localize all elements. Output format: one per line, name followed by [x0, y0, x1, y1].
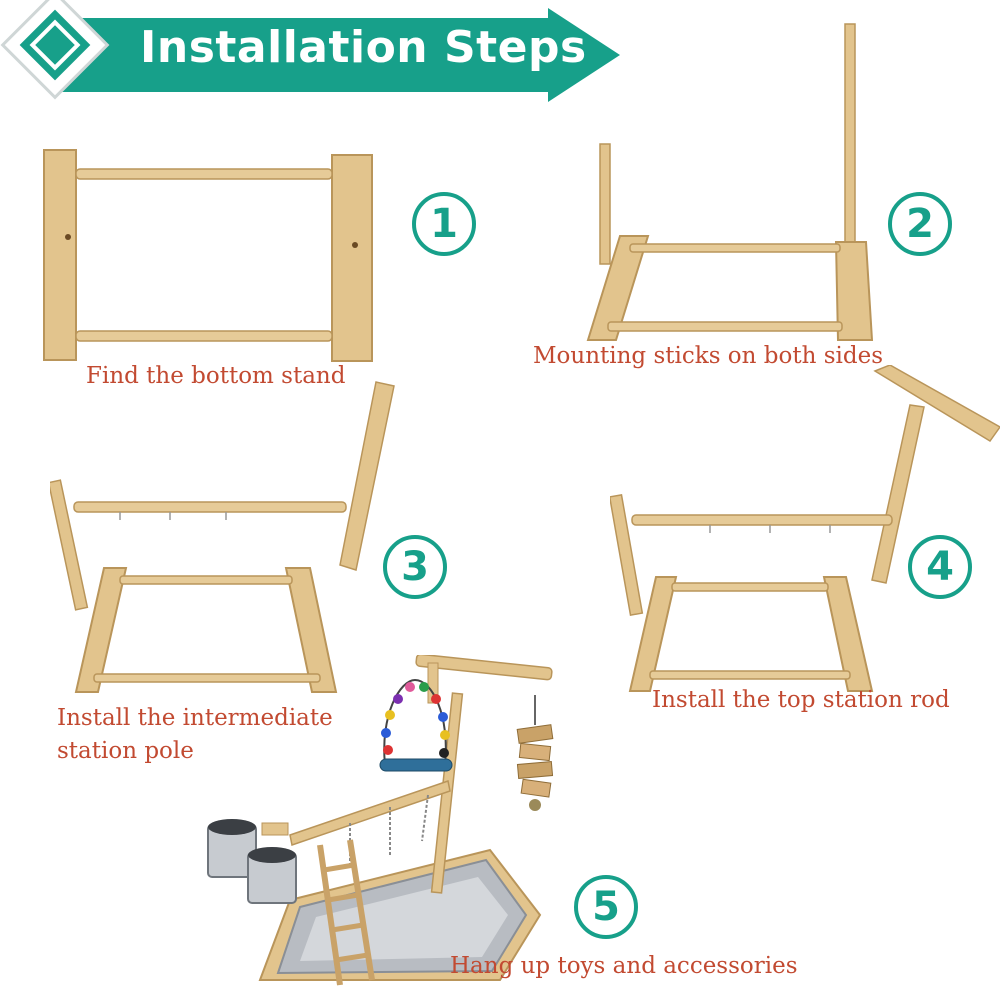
- step-4-caption-line: Install the top station rod: [652, 687, 950, 713]
- step-4-illustration: [610, 365, 1000, 692]
- step-2-caption-line: Mounting sticks on both sides: [533, 343, 884, 369]
- page-title: Installation Steps: [140, 22, 587, 73]
- step-5-illustration: [207, 655, 554, 986]
- step-3-caption-line-2: station pole: [57, 738, 194, 765]
- step-1-caption: Find the bottom stand: [86, 360, 345, 393]
- step-2-illustration: [586, 23, 874, 341]
- step-4-caption: Install the top station rod: [652, 684, 950, 717]
- step-1-number-badge: 1: [412, 192, 476, 256]
- step-3-caption: Install the intermediate station pole: [57, 702, 333, 769]
- step-5-caption-line: Hang up toys and accessories: [450, 953, 798, 979]
- feeding-cups: [207, 819, 297, 904]
- ladder-toy: [317, 839, 375, 986]
- bead-swing-toy: [379, 678, 453, 772]
- chew-toy: [516, 695, 554, 811]
- step-3-number-badge: 3: [383, 535, 447, 599]
- step-3-illustration: [50, 381, 395, 693]
- step-5-caption: Hang up toys and accessories: [450, 950, 798, 983]
- step-1-illustration: [43, 149, 373, 362]
- step-1-caption-line: Find the bottom stand: [86, 363, 346, 389]
- tray: [258, 848, 542, 981]
- header-banner: [0, 0, 620, 102]
- step-2-number-badge: 2: [888, 192, 952, 256]
- step-4-number-badge: 4: [908, 535, 972, 599]
- step-5-number-badge: 5: [574, 875, 638, 939]
- step-3-caption-line-1: Install the intermediate: [57, 705, 333, 731]
- step-2-caption: Mounting sticks on both sides: [533, 340, 883, 373]
- diamond-logo-icon: [0, 0, 110, 100]
